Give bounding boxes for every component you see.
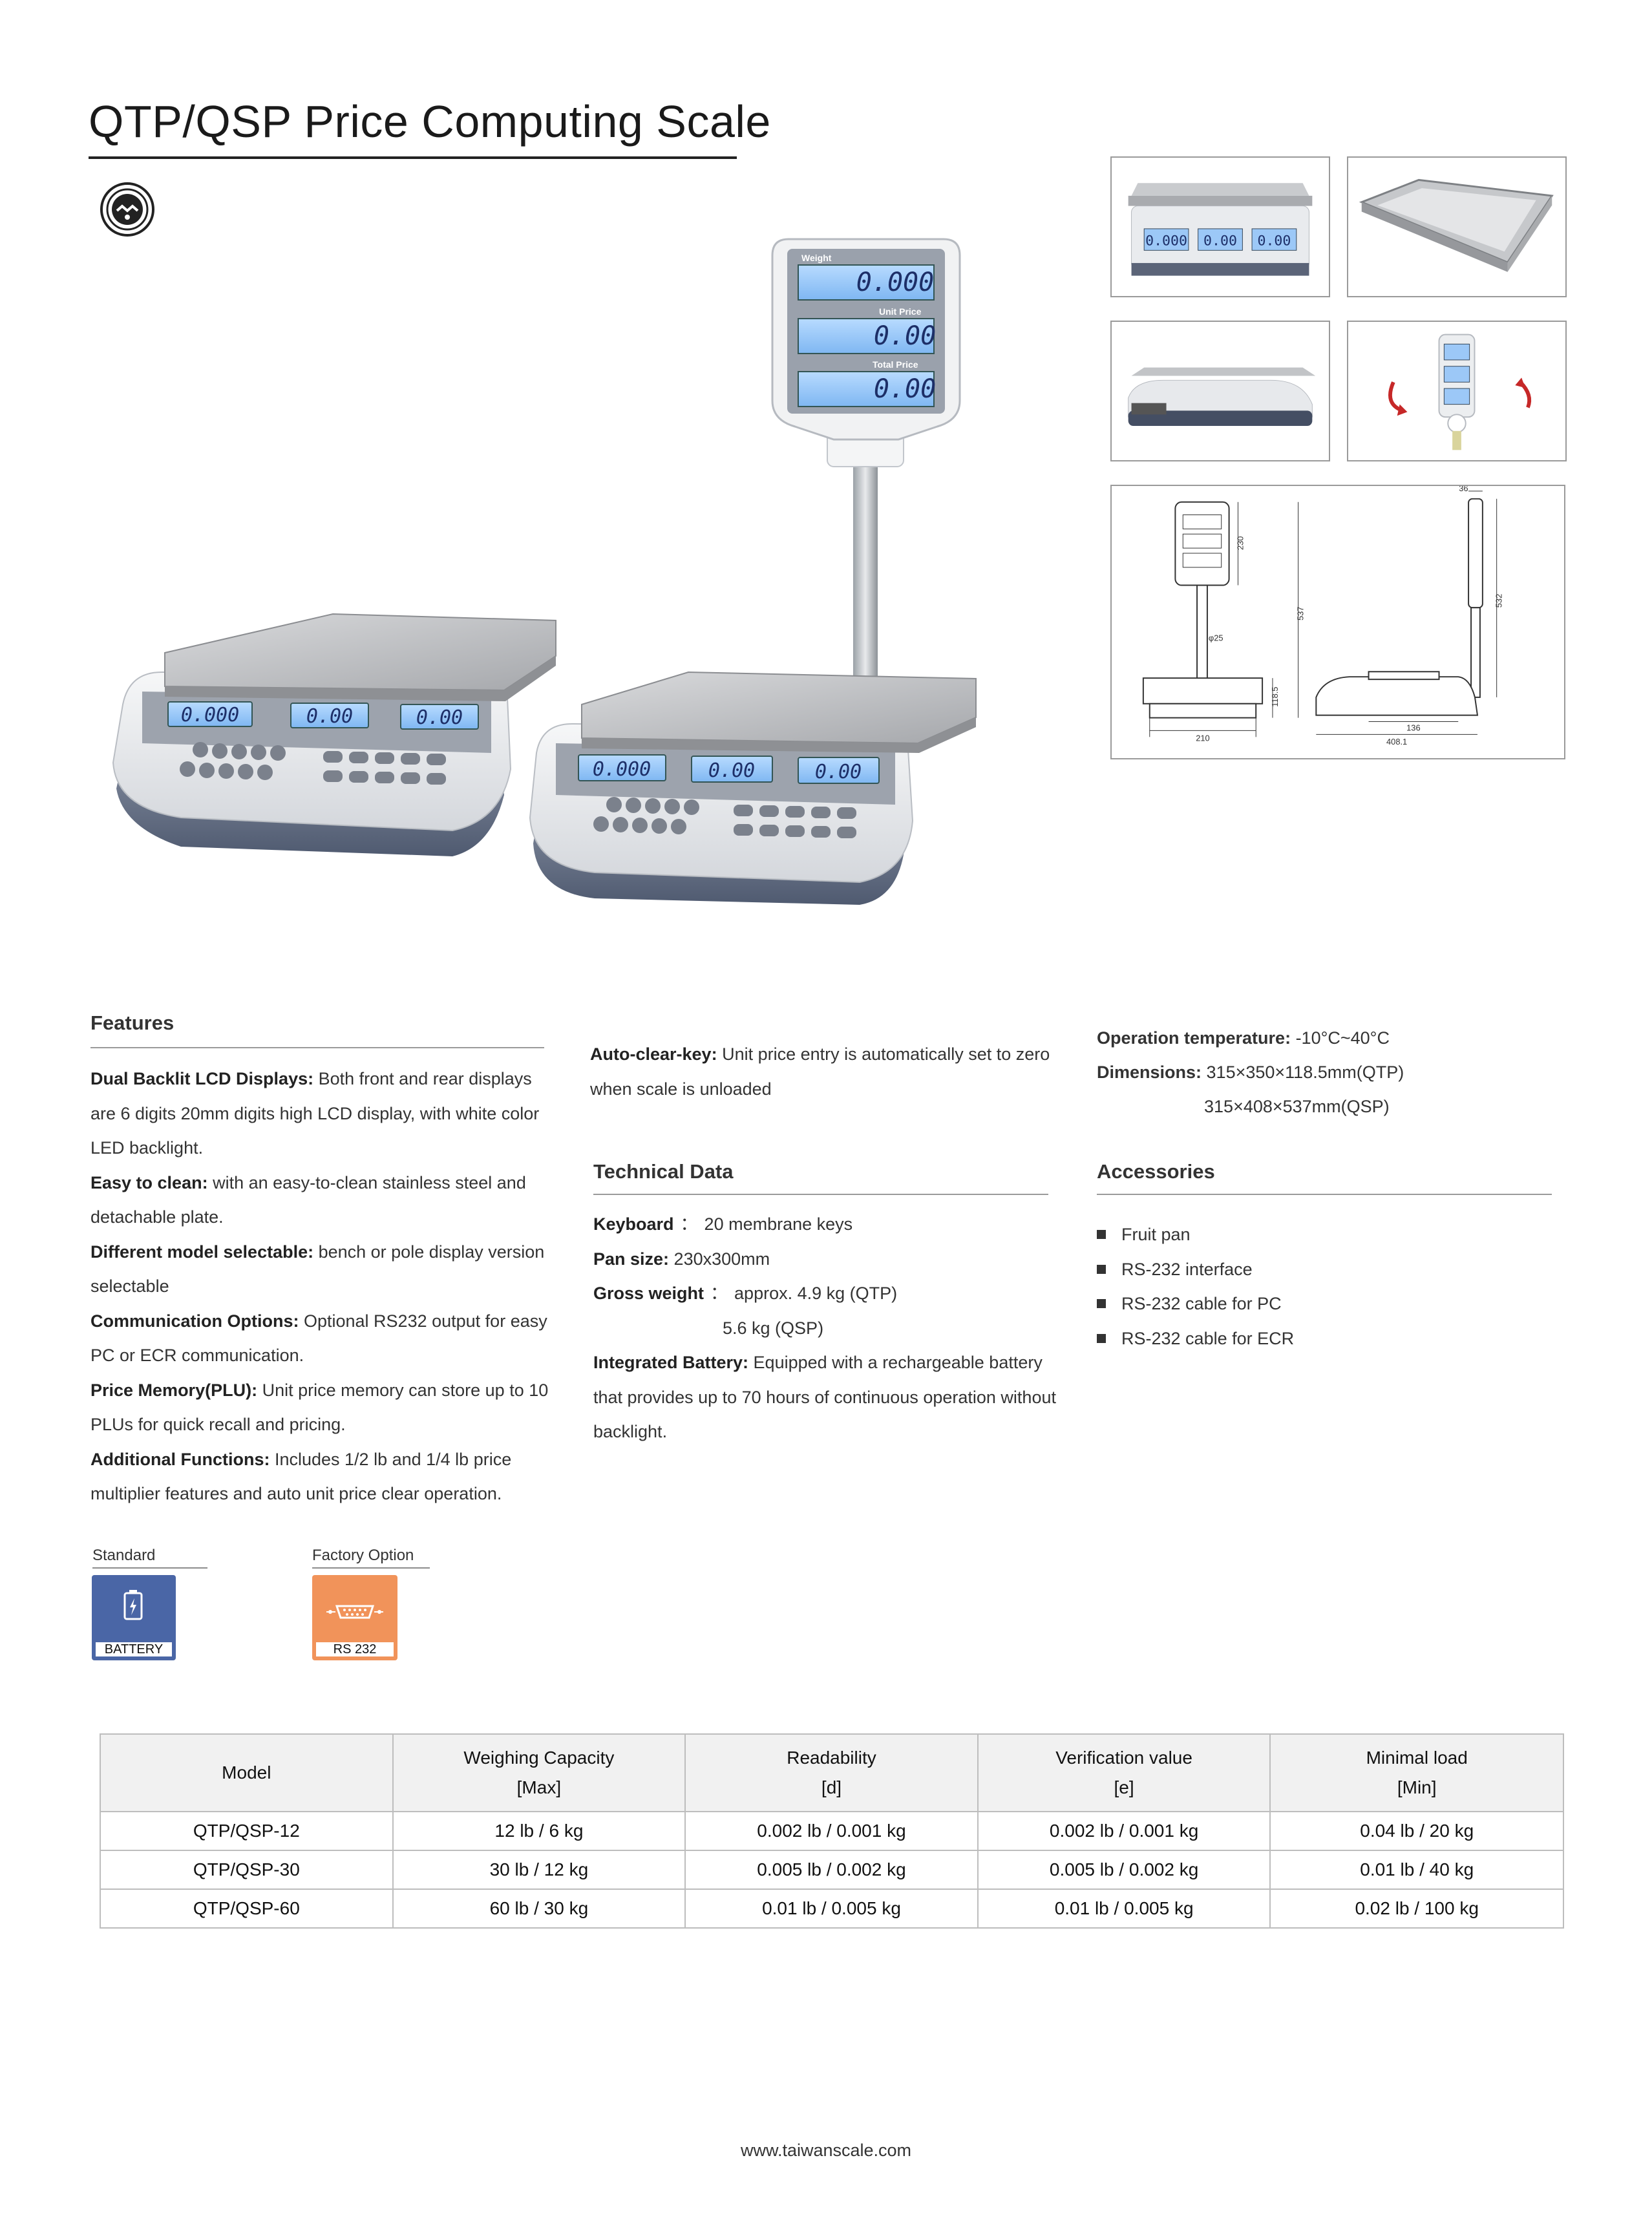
fruit-pan-thumbnail: [1347, 156, 1567, 297]
svg-text:230: 230: [1235, 536, 1245, 550]
svg-text:0.00: 0.00: [416, 706, 463, 729]
technical-data: Keyboard：20 membrane keys Pan size: 230x…: [593, 1214, 1056, 1441]
list-item: RS-232 cable for PC: [1097, 1287, 1294, 1322]
svg-text:118.5: 118.5: [1270, 687, 1280, 707]
svg-text:0.000: 0.000: [1145, 233, 1187, 249]
column-header-min-load: Minimal load[Min]: [1269, 1733, 1564, 1812]
feature-item: Additional Functions: Includes 1/2 lb an…: [90, 1449, 512, 1504]
svg-text:532: 532: [1494, 594, 1504, 608]
technical-rule: [593, 1194, 1048, 1195]
svg-text:0.00: 0.00: [708, 759, 755, 782]
list-item: Fruit pan: [1097, 1218, 1294, 1253]
standard-rule: [92, 1567, 207, 1569]
dimension-drawing-thumbnail: 210 230 φ25 537 118.5 36 532 136 408.1: [1110, 485, 1565, 759]
svg-text:Weight: Weight: [801, 253, 832, 263]
svg-text:0.00: 0.00: [874, 374, 936, 404]
svg-text:408.1: 408.1: [1386, 737, 1407, 746]
features-heading: Features: [90, 1011, 175, 1034]
battery-icon: [123, 1589, 143, 1620]
rs232-badge-label: RS 232: [316, 1642, 394, 1656]
list-item: RS-232 interface: [1097, 1253, 1294, 1287]
specification-table: Model Weighing Capacity[Max] Readability…: [100, 1733, 1564, 1929]
environment-specs: Operation temperature: -10°C~40°C Dimens…: [1097, 1028, 1404, 1116]
column-header-readability: Readability[d]: [684, 1733, 979, 1812]
table-header-row: Model Weighing Capacity[Max] Readability…: [100, 1733, 1564, 1812]
accessories-heading: Accessories: [1097, 1160, 1215, 1183]
standard-label: Standard: [92, 1547, 156, 1564]
left-weight-readout: 0.000: [181, 704, 239, 726]
column-header-model: Model: [100, 1733, 394, 1812]
feature-auto-clear: Auto-clear-key: Unit price entry is auto…: [590, 1044, 1050, 1099]
svg-text:0.00: 0.00: [1257, 233, 1291, 249]
svg-text:0.00: 0.00: [1203, 233, 1237, 249]
svg-text:0.00: 0.00: [874, 321, 936, 351]
svg-text:Unit Price: Unit Price: [879, 306, 922, 317]
battery-badge-label: BATTERY: [96, 1642, 172, 1656]
footer-website-link[interactable]: www.taiwanscale.com: [740, 2141, 912, 2160]
column-header-capacity: Weighing Capacity[Max]: [392, 1733, 686, 1812]
feature-item: Communication Options: Optional RS232 ou…: [90, 1311, 547, 1366]
feature-item: Different model selectable: bench or pol…: [90, 1242, 545, 1296]
svg-text:Total Price: Total Price: [873, 359, 918, 370]
feature-item: Easy to clean: with an easy-to-clean sta…: [90, 1172, 526, 1227]
technical-heading: Technical Data: [593, 1160, 734, 1183]
accessories-list: Fruit pan RS-232 interface RS-232 cable …: [1097, 1218, 1294, 1356]
svg-text:0.00: 0.00: [815, 761, 862, 783]
rotating-display-thumbnail: [1347, 321, 1567, 461]
svg-text:210: 210: [1196, 733, 1209, 743]
svg-text:537: 537: [1296, 607, 1306, 620]
svg-text:0.000: 0.000: [856, 268, 934, 297]
front-view-thumbnail: 0.000 0.00 0.00: [1110, 156, 1330, 297]
feature-item: Dual Backlit LCD Displays: Both front an…: [90, 1069, 540, 1158]
svg-text:0.00: 0.00: [306, 705, 353, 728]
features-list: Dual Backlit LCD Displays: Both front an…: [90, 1062, 556, 1512]
pole-scale-right: Weight Unit Price Total Price 0.000 0.00…: [529, 238, 977, 905]
factory-option-label: Factory Option: [312, 1547, 414, 1564]
serial-port-icon: [326, 1603, 383, 1620]
feature-item: Price Memory(PLU): Unit price memory can…: [90, 1380, 549, 1435]
svg-text:36: 36: [1459, 486, 1468, 493]
title-underline: [89, 156, 737, 159]
features-rule: [90, 1047, 544, 1048]
rs232-badge: RS 232: [312, 1575, 397, 1660]
column-header-verification: Verification value[e]: [977, 1733, 1271, 1812]
svg-text:0.000: 0.000: [593, 758, 651, 781]
battery-badge: BATTERY: [92, 1575, 176, 1660]
page-title: QTP/QSP Price Computing Scale: [89, 96, 771, 147]
ntep-certification-icon: [100, 182, 155, 237]
hero-product-image: 0.000 0.00 0.00 Weight Unit Price Total …: [103, 226, 1008, 918]
bench-scale-left: 0.000 0.00 0.00: [112, 613, 556, 856]
list-item: RS-232 cable for ECR: [1097, 1322, 1294, 1357]
accessories-rule: [1097, 1194, 1552, 1195]
factory-option-rule: [312, 1567, 430, 1569]
svg-text:φ25: φ25: [1209, 633, 1223, 643]
side-view-thumbnail: [1110, 321, 1330, 461]
svg-text:136: 136: [1406, 723, 1420, 732]
